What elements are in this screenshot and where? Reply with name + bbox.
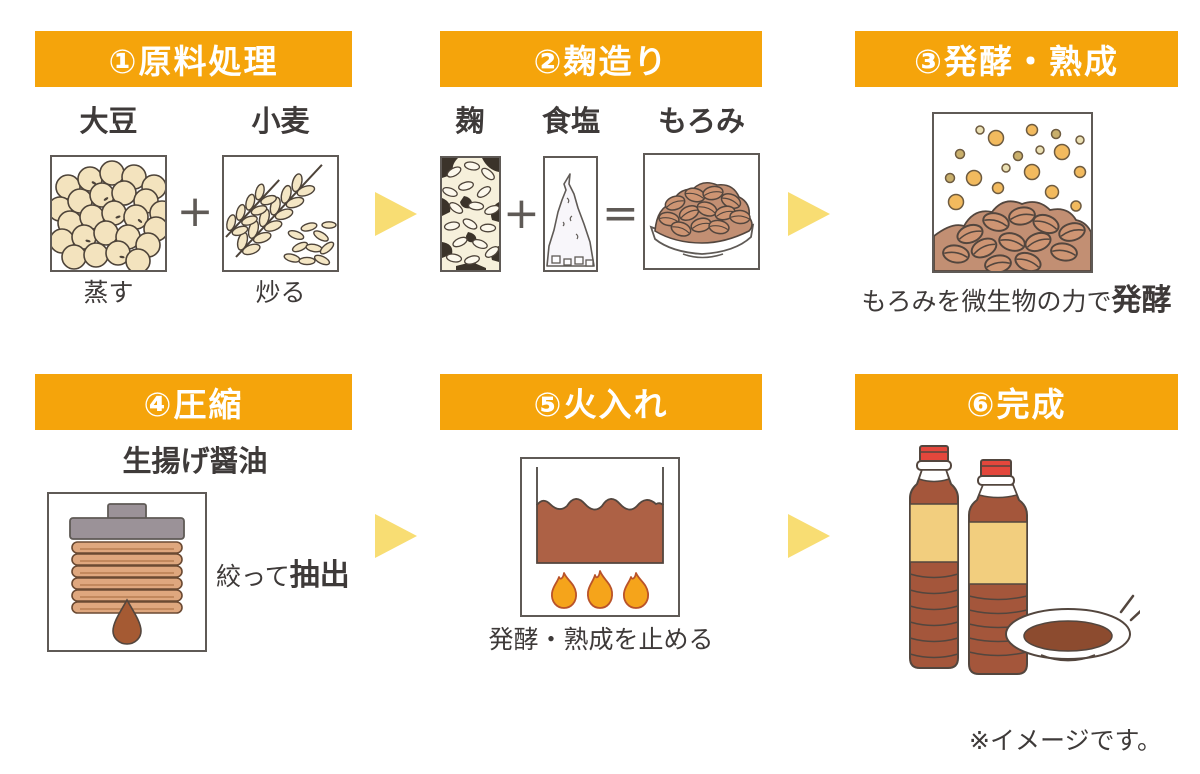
moromi-bowl-icon [649, 181, 755, 259]
arrow-right-icon-1 [375, 192, 417, 236]
soybean-label: 大豆 [79, 104, 138, 138]
press-icon [69, 503, 185, 645]
heating-caption: 発酵・熟成を止める [488, 625, 714, 654]
press-caption: 絞って抽出 [216, 556, 366, 595]
step6-header: ⑥完成 [855, 374, 1178, 430]
step1-title: ①原料処理 [108, 42, 279, 81]
plus-operator-step2: + [503, 188, 540, 239]
finished-product-illustration [905, 440, 1140, 675]
arrow-right-icon-3 [375, 514, 417, 558]
fermentation-illustration [932, 112, 1093, 273]
salt-label: 食塩 [541, 104, 600, 138]
press-illustration [47, 492, 207, 652]
fermentation-caption-text: もろみを微生物の力で [861, 287, 1112, 316]
soybean-caption: 蒸す [83, 278, 134, 307]
salt-illustration [543, 156, 598, 272]
wheat-caption: 炒る [255, 278, 306, 307]
moromi-label: もろみ [657, 104, 745, 138]
fermentation-caption-emphasis: 発酵 [1111, 283, 1172, 318]
koji-label: 麹 [455, 104, 485, 138]
wheat-icon [225, 164, 337, 266]
arrow-right-icon-2 [788, 192, 830, 236]
fermentation-caption: もろみを微生物の力で発酵 [855, 281, 1178, 320]
step4-header: ④圧縮 [35, 374, 352, 430]
arrow-right-icon-4 [788, 514, 830, 558]
heating-illustration [520, 457, 680, 617]
heating-tank-icon [536, 467, 664, 609]
equals-operator-step2: = [602, 188, 639, 239]
salt-icon [546, 173, 595, 267]
step1-header: ①原料処理 [35, 31, 352, 87]
step5-title: ⑤火入れ [533, 385, 669, 424]
moromi-illustration [643, 153, 760, 270]
wheat-illustration [222, 155, 339, 272]
bottles-and-dish-icon [909, 445, 1140, 675]
step3-header: ③発酵・熟成 [855, 31, 1178, 87]
koji-illustration [440, 156, 501, 272]
fermentation-icon [934, 123, 1091, 271]
plus-operator-step1: + [176, 186, 214, 237]
step5-header: ⑤火入れ [440, 374, 762, 430]
step4-title: ④圧縮 [143, 385, 244, 424]
koji-icon [442, 158, 499, 270]
step6-title: ⑥完成 [966, 385, 1067, 424]
raw-soy-sauce-label: 生揚げ醤油 [122, 444, 268, 478]
image-disclaimer-note: ※イメージです。 [969, 726, 1162, 755]
wheat-label: 小麦 [251, 104, 310, 138]
press-caption-text: 絞って [216, 562, 290, 591]
soybeans-icon [52, 160, 165, 270]
press-caption-emphasis: 抽出 [289, 558, 350, 593]
step2-title: ②麹造り [533, 42, 669, 81]
step3-title: ③発酵・熟成 [914, 42, 1119, 81]
step2-header: ②麹造り [440, 31, 762, 87]
soybeans-illustration [50, 155, 167, 272]
